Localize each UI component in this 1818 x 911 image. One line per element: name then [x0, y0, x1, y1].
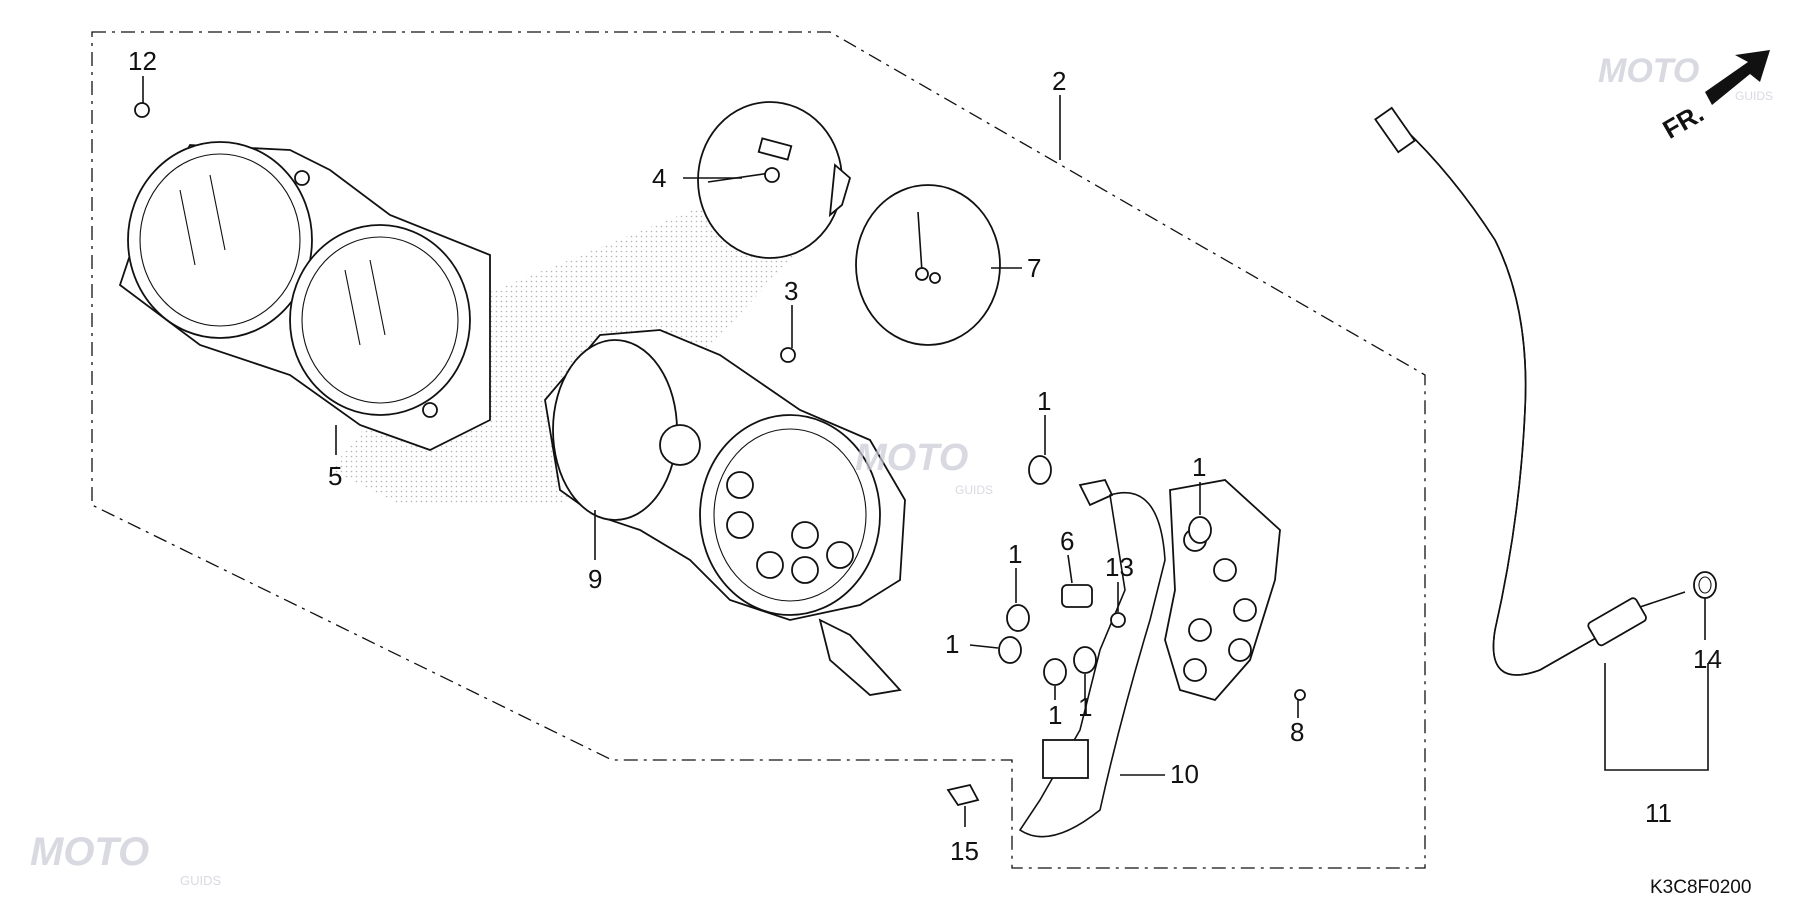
- meter-housing-part: [544, 329, 906, 696]
- callout-7: 7: [1027, 253, 1041, 283]
- watermark-top-right: MOTO GUIDS: [1598, 52, 1773, 103]
- callout-labels: 12 2 4 7 3 5 9 1 1 6 13 1 1 1 1 8 10 15 …: [128, 46, 1722, 866]
- callout-15: 15: [950, 836, 979, 866]
- socket-part: [1061, 584, 1093, 608]
- assembly-boundary: [91, 31, 1426, 869]
- watermark-center: MOTO GUIDS: [855, 437, 993, 497]
- watermark-bottom-left: MOTO GUIDS: [30, 830, 222, 888]
- leader-lines: [142, 76, 1709, 827]
- meter-harness-part: [1018, 478, 1281, 838]
- meter-case-part: [118, 141, 491, 451]
- callout-1-b: 1: [1192, 452, 1206, 482]
- callout-10: 10: [1170, 759, 1199, 789]
- speedometer-dial-part: [697, 101, 852, 259]
- callout-2: 2: [1052, 66, 1066, 96]
- diagram-code: K3C8F0200: [1650, 877, 1751, 898]
- watermark-brand: MOTO: [855, 437, 968, 479]
- bulb-parts: [998, 455, 1212, 686]
- watermark-brand: MOTO: [30, 830, 149, 874]
- watermark-sub: GUIDS: [1735, 89, 1773, 103]
- callout-5: 5: [328, 461, 342, 491]
- callout-1-e: 1: [1048, 700, 1062, 730]
- callout-9: 9: [588, 564, 602, 594]
- washer-part: [1693, 571, 1717, 599]
- callout-4: 4: [652, 163, 666, 193]
- callout-3: 3: [784, 276, 798, 306]
- callout-1-d: 1: [945, 629, 959, 659]
- callout-1-f: 1: [1078, 692, 1092, 722]
- speedometer-cable-part: [1374, 106, 1686, 676]
- callout-13: 13: [1105, 552, 1134, 582]
- watermark-sub: GUIDS: [180, 873, 222, 888]
- watermark-sub: GUIDS: [955, 483, 993, 497]
- tachometer-dial-part: [855, 184, 1001, 346]
- screw-parts: [134, 102, 1306, 807]
- callout-8: 8: [1290, 717, 1304, 747]
- direction-label: FR.: [1658, 98, 1709, 145]
- callout-1-a: 1: [1037, 386, 1051, 416]
- callout-12: 12: [128, 46, 157, 76]
- callout-1-c: 1: [1008, 539, 1022, 569]
- watermark-brand: MOTO: [1598, 52, 1699, 90]
- callout-14: 14: [1693, 644, 1722, 674]
- callout-11: 11: [1645, 798, 1672, 828]
- callout-6: 6: [1060, 526, 1074, 556]
